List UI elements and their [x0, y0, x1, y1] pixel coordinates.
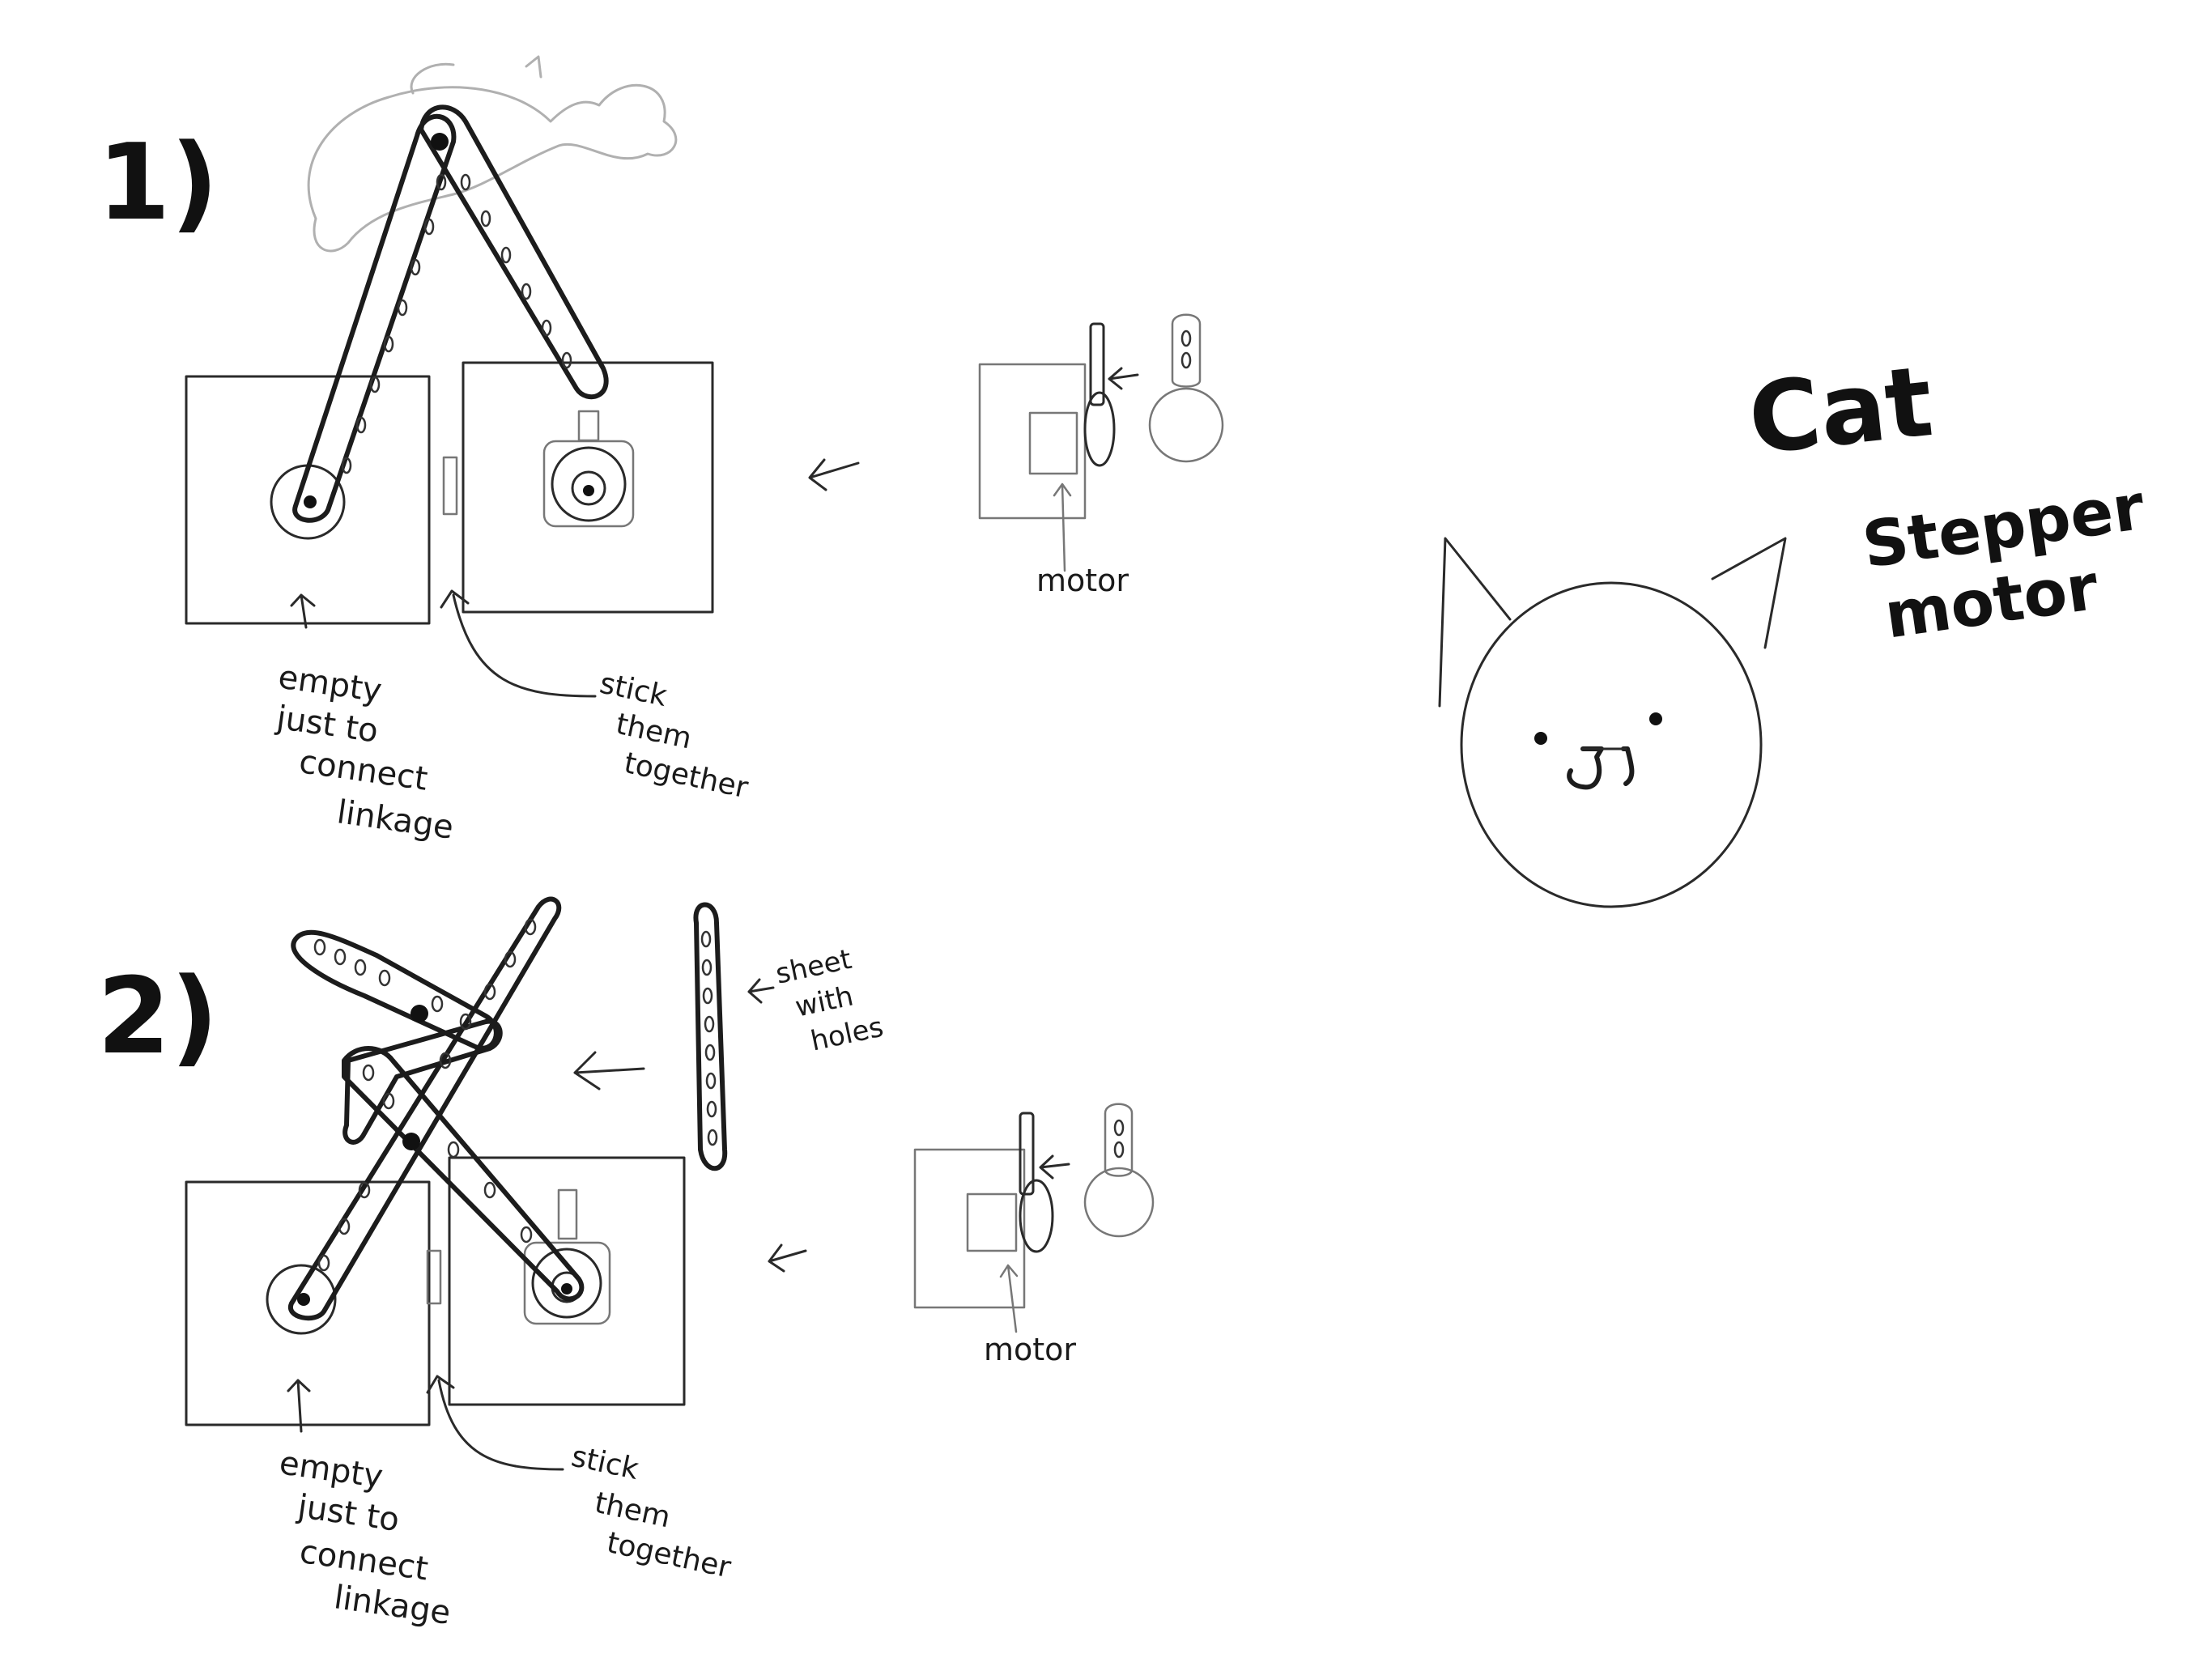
step-2-number: 2) [97, 954, 219, 1078]
step-2-empty-label: empty just to connect linkage [277, 1444, 453, 1632]
step-1-empty-arrow [290, 593, 316, 629]
step-1-stick-arrow [440, 589, 597, 698]
step-1-left-box [185, 375, 431, 625]
step-2-upper-joint-pin [410, 1005, 428, 1022]
step-2-motor-shaft [1019, 1112, 1035, 1196]
step-2-linkage-bar-2 [342, 1046, 585, 1302]
step-2-sheet-label: sheet with holes [773, 943, 887, 1058]
step-1-motor-arrow [1053, 483, 1072, 572]
step-2-motor-detail: motor [913, 1103, 1155, 1367]
step-2-sheet-to-linkage-arrow [573, 1051, 645, 1090]
step-2-right-box [448, 1156, 686, 1406]
svg-text:connect: connect [297, 743, 430, 798]
step-1-motor-horn [1083, 391, 1116, 467]
cat-head-outline [1460, 581, 1763, 908]
cat-left-eye [1534, 732, 1547, 745]
cat-mouth-right [1621, 746, 1635, 786]
step-1-group: 1) [97, 55, 1224, 847]
step-2-linkage-bar-3 [291, 929, 499, 1051]
step-2-stick-arrow [426, 1375, 564, 1471]
step-1-right-box [462, 361, 714, 614]
step-2-motor-shaft-arrow [1039, 1154, 1070, 1180]
step-2-sheet-with-holes [693, 902, 728, 1171]
cat-subtitle: Stepper motor [1858, 471, 2149, 653]
cat-title: Cat [1744, 346, 1938, 477]
svg-text:them: them [613, 708, 695, 756]
svg-text:together: together [604, 1526, 734, 1584]
svg-text:them: them [592, 1486, 674, 1535]
cat-right-eye [1649, 712, 1662, 725]
step-2-motor-arrow [999, 1264, 1019, 1333]
cat-right-ear [1711, 537, 1787, 649]
step-2-joint-tab [426, 1249, 442, 1305]
step-1-linkage-holes [341, 173, 572, 474]
step-2-empty-arrow [287, 1379, 311, 1433]
step-1-assembly-arrow [808, 458, 860, 491]
step-2-motor-body [966, 1192, 1018, 1252]
step-1-empty-label: empty just to connect linkage [274, 658, 456, 847]
step-1-left-pin [304, 495, 317, 508]
step-2-group: 2) [97, 896, 1155, 1632]
step-1-horn-disc [1148, 313, 1224, 463]
step-1-linkage-bar-right [419, 104, 609, 400]
step-1-motor-body [1028, 411, 1078, 475]
step-2-assembly-arrow [768, 1244, 807, 1273]
step-2-stick-label: stick them together [568, 1440, 734, 1585]
step-2-left-pin [297, 1293, 310, 1306]
step-2-horn-disc [1083, 1103, 1155, 1238]
svg-text:stick: stick [597, 667, 670, 713]
step-2-linkage-holes [313, 918, 537, 1272]
step-2-motor-horn [1019, 1179, 1054, 1253]
step-2-middle-joint-pin [402, 1133, 420, 1150]
step-1-stick-label: stick them together [597, 667, 751, 806]
step-2-stepper-motor [523, 1188, 611, 1325]
svg-text:connect: connect [297, 1533, 430, 1588]
step-1-motor-shaft-arrow [1108, 367, 1139, 390]
step-1-top-joint-pin [431, 133, 449, 151]
step-1-motor-detail: motor [978, 313, 1224, 598]
svg-text:linkage: linkage [334, 793, 456, 847]
step-2-sheet-arrow [747, 978, 775, 1004]
step-1-faint-cat-sketch [307, 55, 678, 253]
step-2-linkage-bar-1 [287, 896, 562, 1321]
cat-group: Cat Stepper motor [1438, 346, 2149, 908]
svg-text:just to: just to [295, 1488, 402, 1539]
step-1-joint-tab [442, 456, 458, 516]
step-2-motor-label: motor [984, 1332, 1076, 1367]
svg-text:empty: empty [277, 1444, 385, 1495]
cat-face [1438, 537, 1787, 908]
step-1-motor-shaft [1089, 322, 1105, 406]
cat-left-ear [1438, 537, 1512, 708]
step-2-linkage-bar-4 [342, 1018, 503, 1145]
step-2-motor-housing [913, 1148, 1026, 1309]
step-1-number: 1) [97, 121, 219, 244]
step-1-motor-label: motor [1036, 563, 1129, 598]
step-2-left-pivot [266, 1264, 337, 1335]
svg-text:linkage: linkage [332, 1579, 453, 1632]
step-1-stepper-motor [542, 410, 635, 528]
svg-text:stick: stick [568, 1440, 641, 1486]
cat-nose-mouth-left [1567, 746, 1604, 790]
